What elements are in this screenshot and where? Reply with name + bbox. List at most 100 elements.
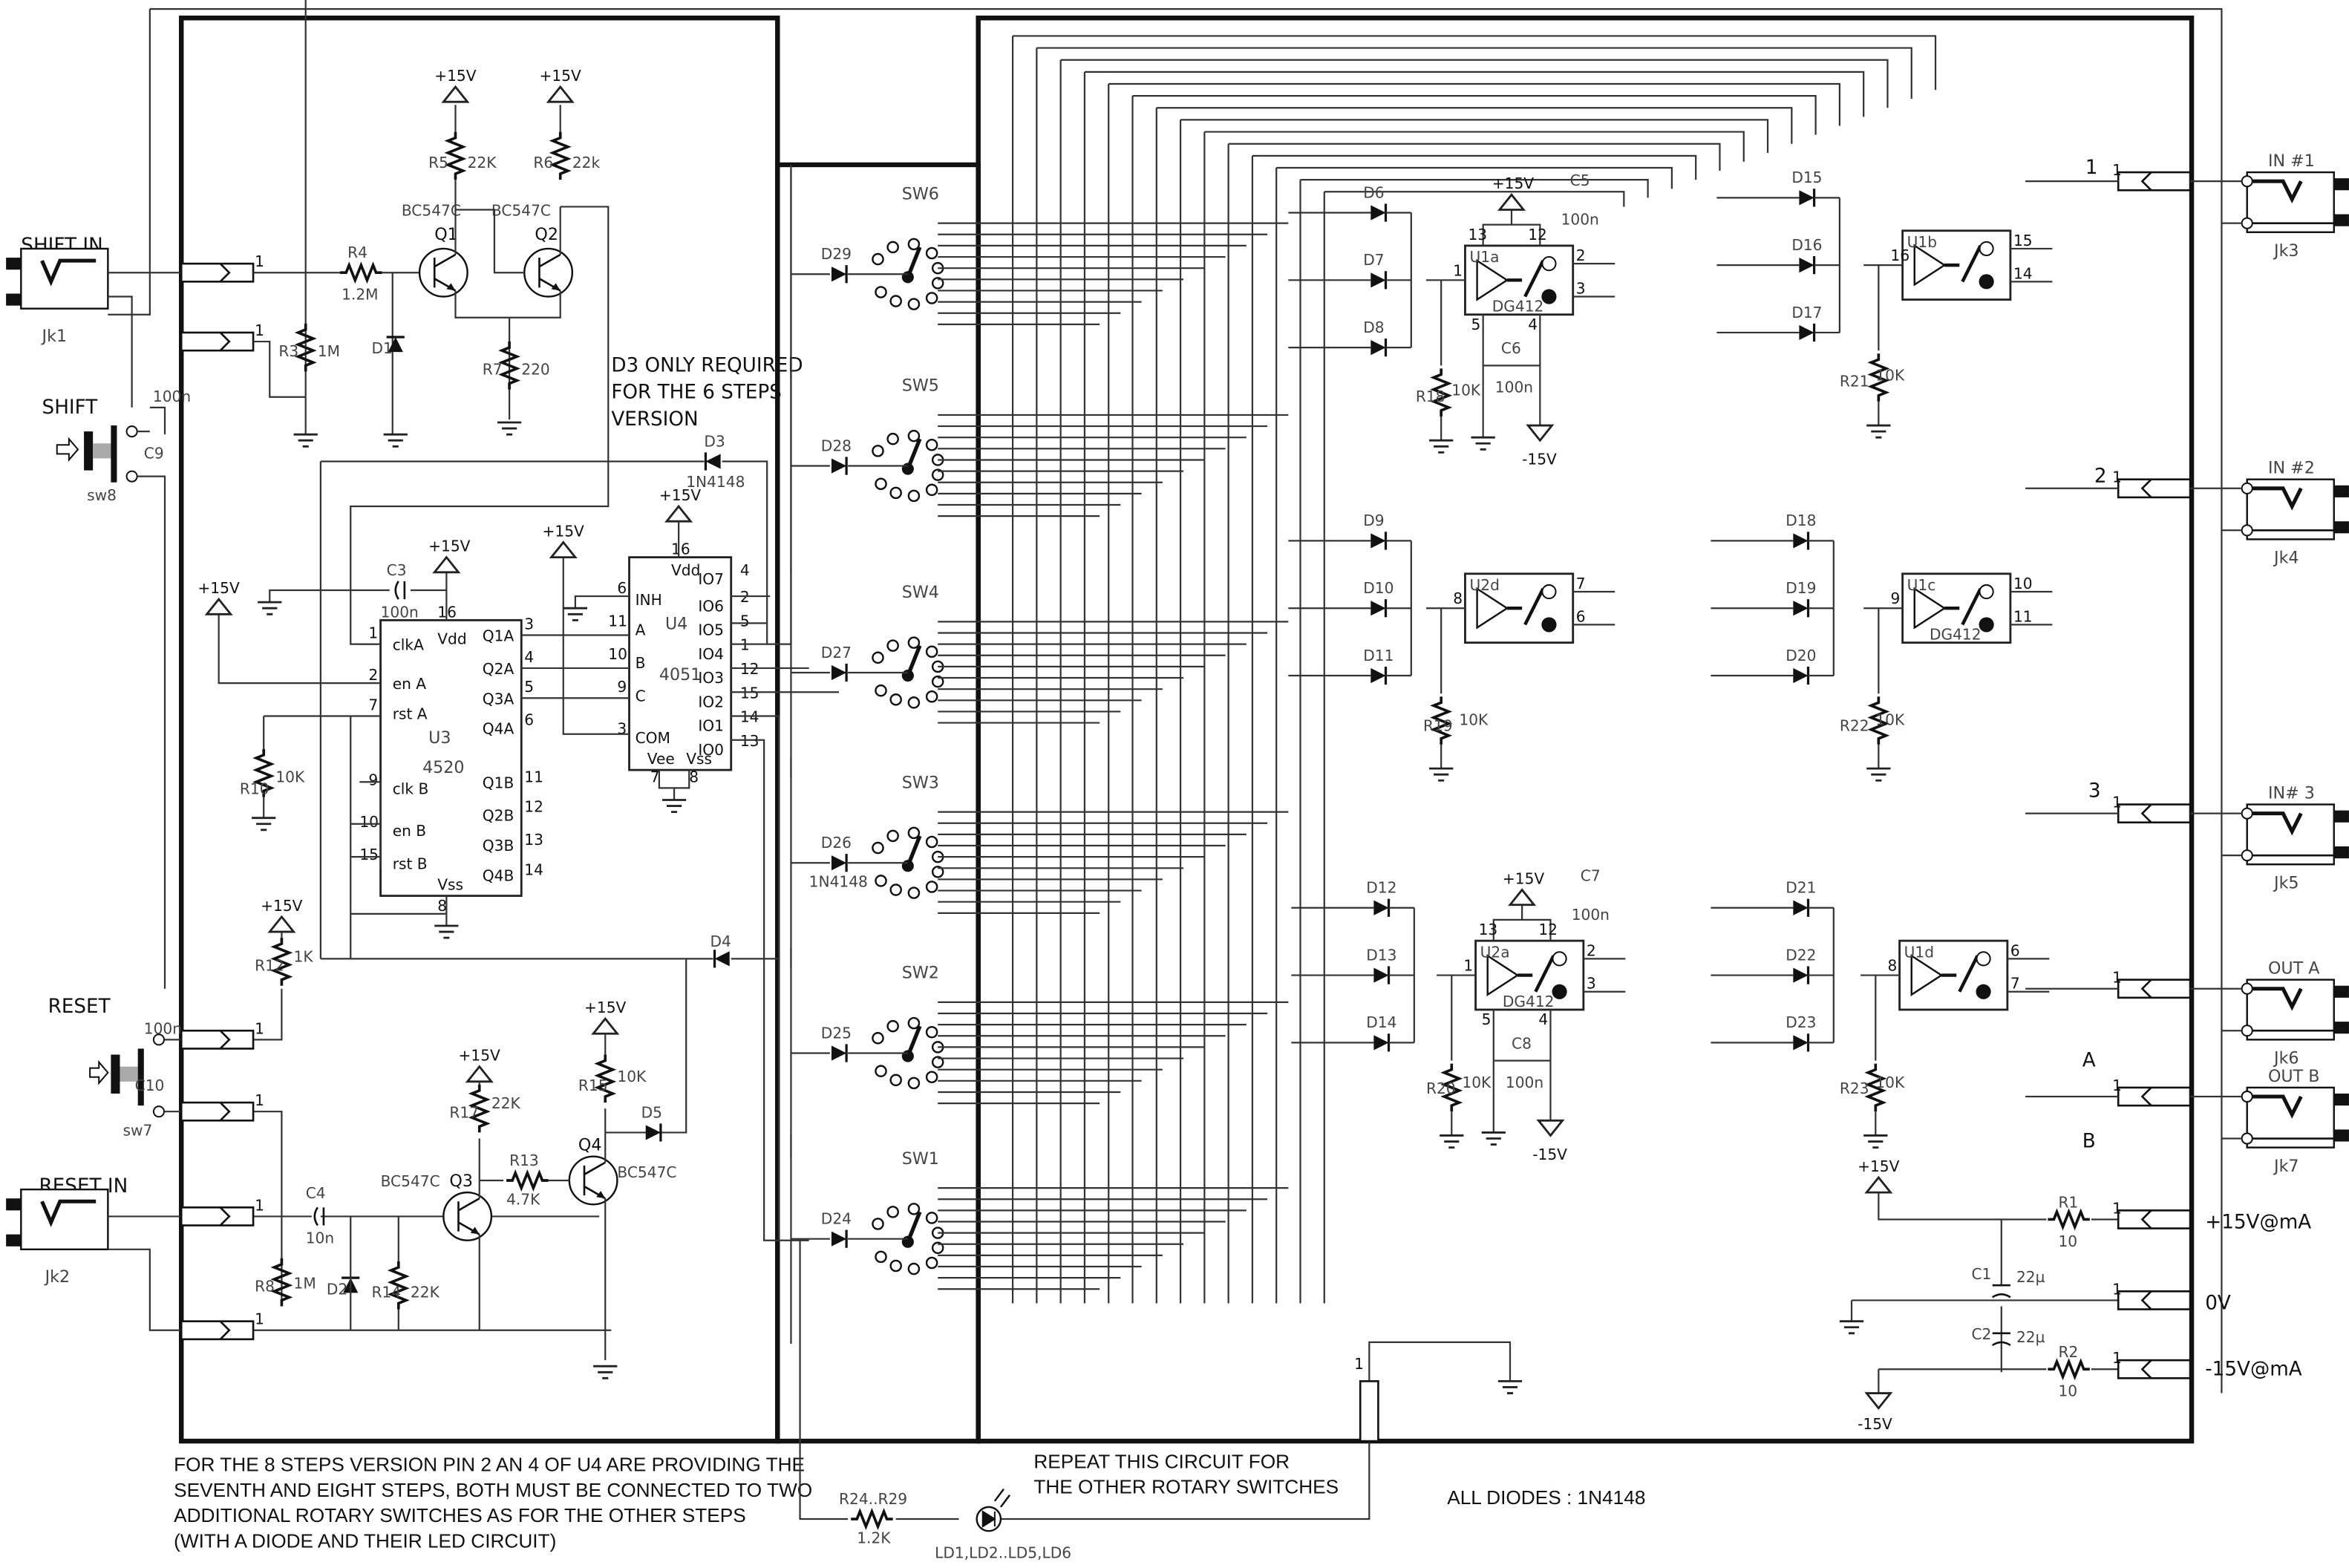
rotary-switch[interactable]: SW5 [872,376,943,501]
d3-note-line1: D3 ONLY REQUIRED [611,354,803,376]
r17-ref: R15 [578,1077,608,1094]
u3-pin-clka: clkA [393,636,424,654]
rotary-switch-ref: SW2 [902,964,939,983]
q4-ref: Q4 [578,1136,602,1155]
u4-pinnum: 11 [608,612,627,630]
dg412-pin: 3 [1587,975,1596,993]
c10-value: 100n [144,1019,182,1037]
rail-label: -15V [1532,1146,1567,1163]
diode-ref: D19 [1786,579,1816,597]
q3-ref: Q3 [449,1172,473,1191]
u4-vdd: Vdd [671,561,700,579]
u4-pin-io7: IO7 [698,570,724,588]
diode-ref: D7 [1363,251,1384,269]
r7-ref: R7 [483,360,503,378]
u3-pinnum: 7 [368,696,378,713]
diode-ref: D13 [1366,946,1396,964]
jack-ref: Jk7 [2273,1157,2299,1176]
led-icon [976,1488,1011,1532]
r6-value: 22k [572,154,601,172]
pulldown-resistor-ref: R20 [1426,1079,1456,1097]
dg412-pin: 2 [1587,941,1596,959]
rotary-switch[interactable]: SW4 [872,583,943,708]
note-8steps-line3: ADDITIONAL ROTARY SWITCHES AS FOR THE OT… [174,1504,746,1526]
note-8steps-line1: FOR THE 8 STEPS VERSION PIN 2 AN 4 OF U4… [174,1453,805,1475]
u3-pinnum: 9 [368,771,378,788]
net-label-a: A [2082,1050,2096,1072]
switch-diode-ref: D24 [821,1210,852,1228]
pin-label: 1 [255,1196,264,1214]
diode-ref: D18 [1786,512,1816,529]
rotary-switch-ref: SW4 [902,583,939,602]
pin-label: 1 [255,252,264,270]
u4-pin-io6: IO6 [698,597,724,615]
u4-pin-com: COM [636,729,670,747]
pin-label: 1 [255,1310,264,1328]
u3-pin-q3a: Q3A [483,690,514,708]
r5-ref: R5 [428,154,448,172]
pulldown-resistor-value: 10K [1462,1074,1492,1091]
diode-ref: D15 [1791,169,1822,186]
shift-button[interactable] [56,425,117,483]
c2-ref: C2 [1971,1325,1991,1343]
dg412-pin: 10 [2013,575,2033,592]
rotary-switch[interactable]: SW3 [872,773,943,898]
diode-ref: D11 [1363,647,1394,664]
u4-pinnum: 3 [617,720,627,738]
rail-label: +15V [261,897,303,915]
u3-vss: Vss [437,876,463,894]
diode-ref: D9 [1363,512,1384,529]
d3-note-line3: VERSION [611,408,698,431]
cap-value: 100n [1506,1074,1543,1091]
dg412-pin: 16 [1890,246,1909,264]
jk2-ref: Jk2 [44,1267,71,1287]
dg412-pin: 8 [1887,957,1897,975]
r10-ref: R10 [240,780,269,797]
u4-pin-io1: IO1 [698,717,724,735]
c4-ref: C4 [306,1184,326,1202]
r2-ref: R2 [2058,1343,2078,1361]
dg412-pin: 6 [1576,607,1586,625]
jack-label: IN #2 [2268,459,2315,478]
diode-ref: D21 [1786,879,1816,897]
u4-pin-io2: IO2 [698,693,724,710]
dg412-pin: 13 [1468,226,1487,244]
net-label-b: B [2082,1131,2096,1153]
d5-ref: D5 [641,1103,662,1121]
r10-value: 10K [275,768,305,785]
u4-pin-c: C [636,687,646,705]
u3-pinnum: 13 [524,831,543,849]
dg412-ref: U1b [1907,233,1937,251]
r12-value: 1K [294,947,314,965]
rotary-switch[interactable]: SW1 [872,1149,943,1274]
rotary-switch-ref: SW1 [902,1149,939,1169]
r8-value: 1M [294,1274,316,1292]
r4-value: 1.2M [342,286,378,304]
board-frame-switches [775,162,981,1444]
r2-value: 10 [2058,1382,2077,1400]
pulldown-resistor-ref: R21 [1840,373,1869,391]
jack-label: IN #1 [2268,151,2315,171]
u3-pin-ena: en A [393,675,427,693]
c10-ref: C10 [135,1077,165,1094]
u4-ref: U4 [665,614,687,633]
rotary-switch[interactable]: SW6 [872,184,943,309]
reset-button[interactable] [89,1048,144,1106]
dg412-ref: U2d [1470,576,1500,594]
r13-ref: R13 [509,1152,539,1169]
r15-value: 22K [491,1094,521,1112]
switch-diode-ref: D29 [821,245,852,263]
rotary-switch[interactable]: SW2 [872,964,943,1088]
r1-value: 10 [2058,1232,2077,1250]
rail-label: +15V [434,67,477,85]
pulldown-resistor-value: 10K [1451,382,1481,399]
